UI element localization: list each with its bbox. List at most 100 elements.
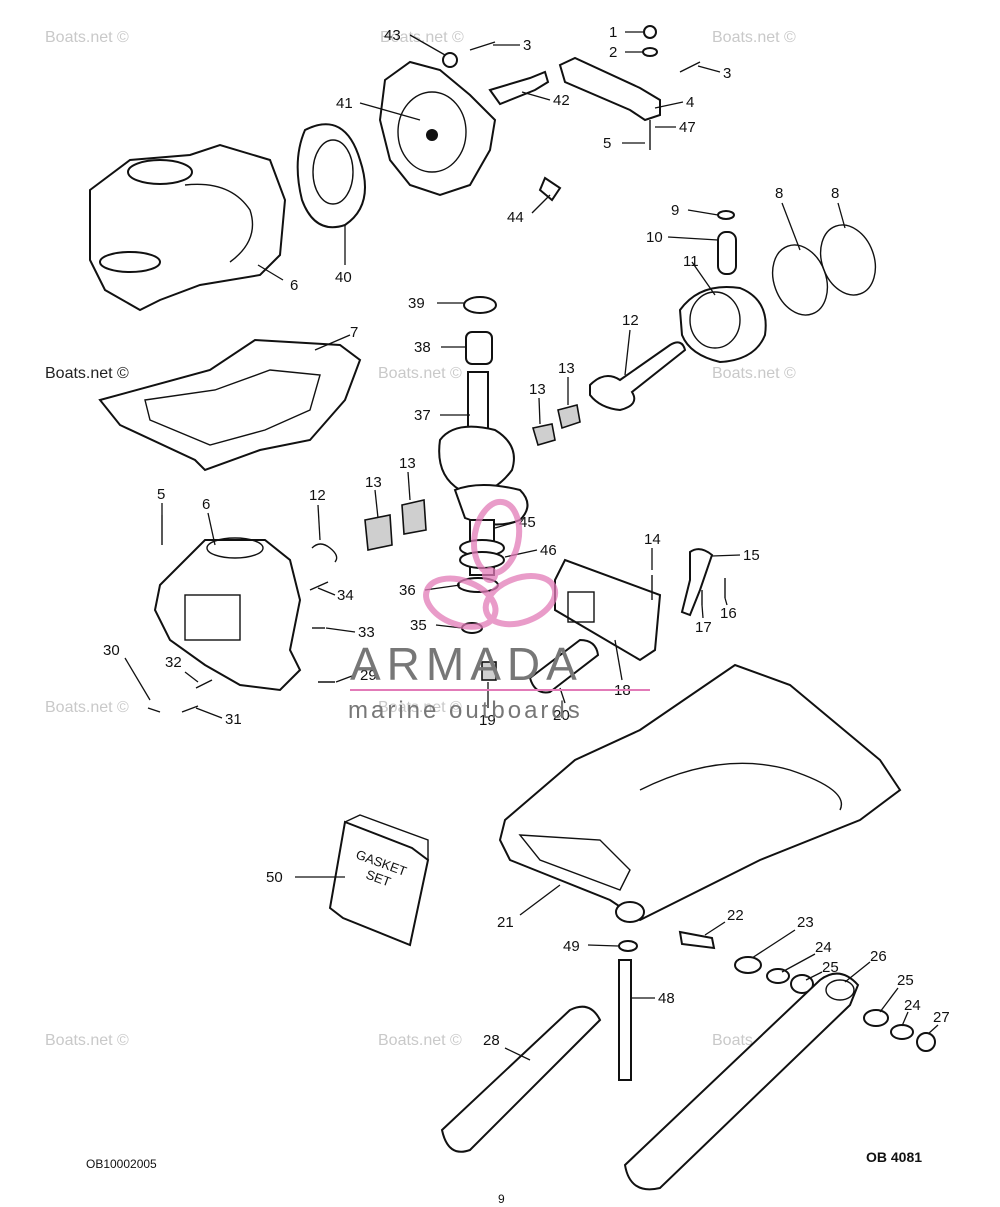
part-label: 45	[519, 514, 536, 531]
exhaust-housing	[498, 663, 902, 922]
washer	[766, 968, 790, 984]
part-label: 39	[408, 295, 425, 312]
part-label: 42	[553, 92, 570, 109]
part-label: 24	[904, 997, 921, 1014]
part-label: 27	[933, 1009, 950, 1026]
swivel-arm	[623, 972, 860, 1191]
washer	[734, 956, 762, 974]
propeller-logo-icon	[423, 498, 559, 630]
part-label: 21	[497, 914, 514, 931]
bushing	[465, 331, 493, 365]
gasket-bore	[312, 139, 354, 205]
part-labels: 1 2 3 3 4 47 5 41 42 43 44 40 6 9 10 11 …	[103, 24, 950, 1049]
cylinder-head	[378, 60, 497, 197]
part-label: 8	[775, 185, 783, 202]
reed-stop	[680, 548, 714, 617]
clip	[311, 543, 338, 563]
connecting-rod	[589, 341, 687, 412]
bearing	[364, 514, 393, 551]
housing-face	[518, 834, 631, 891]
nut	[916, 1032, 936, 1052]
part-label: 10	[646, 229, 663, 246]
wrist-pin	[717, 231, 737, 275]
piston-crown	[689, 291, 741, 349]
part-label: 28	[483, 1032, 500, 1049]
arm-eye	[825, 979, 855, 1001]
retainer	[717, 210, 735, 220]
washer	[642, 47, 658, 57]
part-label: 5	[157, 486, 165, 503]
part-label: 23	[797, 914, 814, 931]
part-label: 16	[720, 605, 737, 622]
watermark: Boats.net ©	[378, 365, 462, 382]
part-label: 13	[558, 360, 575, 377]
part-label: 44	[507, 209, 524, 226]
footer-right-code: OB 4081	[866, 1149, 922, 1165]
part-label: 3	[523, 37, 531, 54]
cylinder-port	[127, 159, 193, 185]
footer: OB10002005 OB 4081 9	[86, 1149, 922, 1206]
page-number: 9	[498, 1192, 505, 1206]
piston	[678, 286, 767, 364]
part-label: 36	[399, 582, 416, 599]
part-label: 38	[414, 339, 431, 356]
part-label: 47	[679, 119, 696, 136]
part-label: 43	[384, 27, 401, 44]
cylinder-port	[99, 251, 161, 273]
part-label: 14	[644, 531, 661, 548]
part-label: 30	[103, 642, 120, 659]
part-label: 6	[290, 277, 298, 294]
part-label: 17	[695, 619, 712, 636]
gasket-opening	[144, 369, 321, 446]
part-label: 9	[671, 202, 679, 219]
drive-shaft	[618, 959, 632, 1081]
crankcase-window	[184, 594, 241, 641]
cylinder-detail	[184, 183, 254, 263]
part-label: 13	[365, 474, 382, 491]
box-edge	[344, 814, 429, 860]
part-label: 5	[603, 135, 611, 152]
head-dome	[397, 91, 467, 173]
washer	[463, 296, 497, 314]
brand-tagline: marine outboards	[348, 697, 583, 724]
screw	[181, 705, 199, 713]
part-label: 2	[609, 44, 617, 61]
part-label: 8	[831, 185, 839, 202]
bearing	[557, 404, 581, 430]
reed-port	[567, 591, 595, 623]
part-label: 1	[609, 24, 617, 41]
part-label: 50	[266, 869, 283, 886]
part-label: 25	[897, 972, 914, 989]
screw	[147, 707, 161, 713]
watermark: Boats.net ©	[45, 365, 129, 382]
brand-name: ARMADA	[350, 638, 583, 690]
nut	[442, 52, 458, 68]
part-label: 29	[360, 667, 377, 684]
part-label: 35	[410, 617, 427, 634]
part-label: 20	[553, 707, 570, 724]
part-label: 13	[399, 455, 416, 472]
part-label: 4	[686, 94, 694, 111]
watermark: Boats.net ©	[378, 699, 462, 716]
watermark: Boats.net ©	[380, 29, 464, 46]
reed-plate	[554, 558, 662, 662]
exhaust-tube	[440, 1005, 602, 1153]
part-label: 19	[479, 712, 496, 729]
brand-watermark: ARMADA marine outboards	[348, 498, 650, 724]
nut	[643, 25, 657, 39]
watermark: Boats.net ©	[712, 365, 796, 382]
footer-left-code: OB10002005	[86, 1157, 157, 1171]
screw	[679, 61, 701, 73]
part-label: 25	[822, 959, 839, 976]
screw	[309, 581, 329, 591]
screw	[469, 41, 496, 51]
piston-ring	[819, 224, 877, 296]
part-label: 26	[870, 948, 887, 965]
bushing	[528, 638, 600, 694]
part-label: 13	[529, 381, 546, 398]
part-label: 37	[414, 407, 431, 424]
part-label: 12	[309, 487, 326, 504]
small-part	[481, 661, 497, 681]
part-label: 22	[727, 907, 744, 924]
